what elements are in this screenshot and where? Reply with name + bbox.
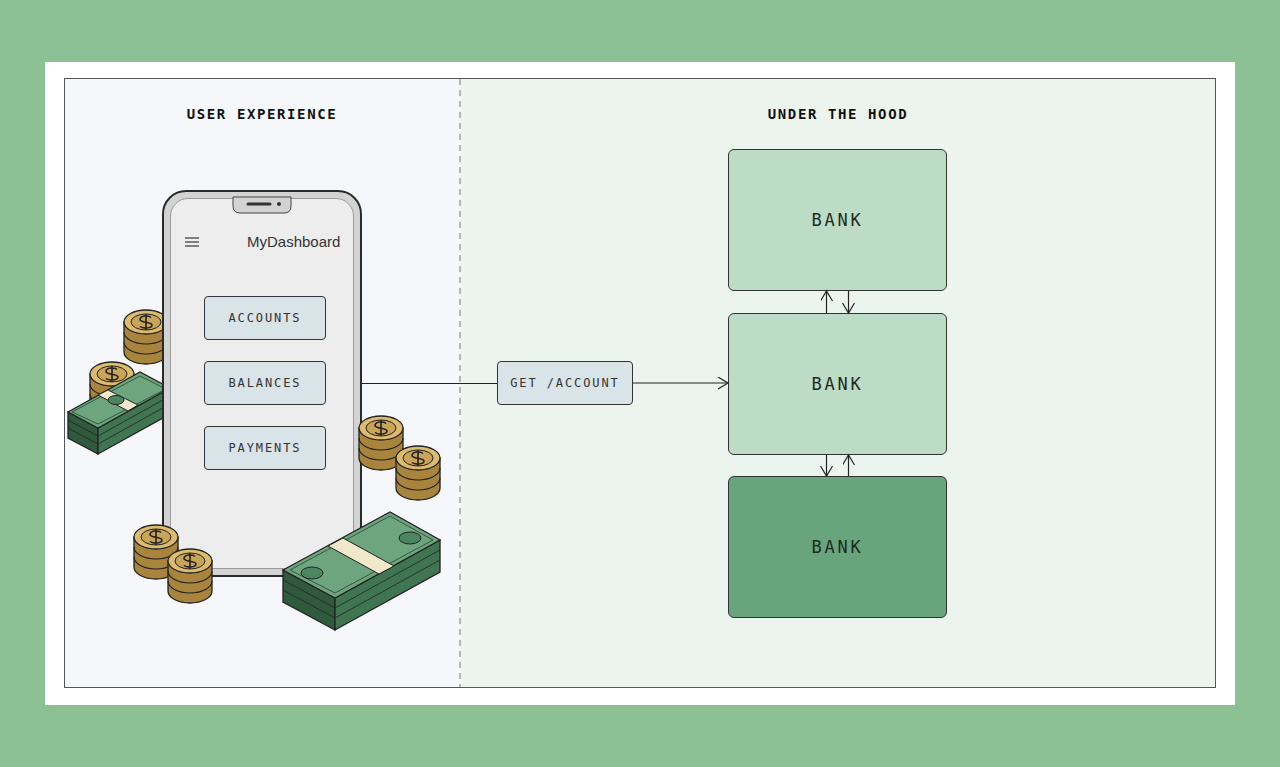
phone-camera (277, 202, 281, 206)
connector-arrow (633, 382, 728, 383)
bank-box: BANK (728, 476, 947, 618)
node-text: BANK (811, 374, 863, 394)
phone-device: MyDashboardACCOUNTS BALANCES PAYMENTS (162, 190, 362, 577)
menu-button: ACCOUNTS (204, 296, 326, 340)
connector-arrow (848, 455, 849, 476)
api-request-box: GET /ACCOUNT (497, 361, 633, 405)
phone-notch (233, 197, 291, 213)
menu-button: BALANCES (204, 361, 326, 405)
connector-arrow (826, 291, 827, 313)
panel-heading: UNDER THE HOOD (768, 106, 908, 122)
phone-speaker (248, 203, 270, 206)
coin-stack (359, 416, 403, 470)
dashed-divider (460, 79, 461, 687)
connector-arrow (848, 291, 849, 313)
coin-stack (168, 549, 212, 603)
connector-arrow (826, 455, 827, 476)
panel-heading: USER EXPERIENCE (187, 106, 337, 122)
node-text: ACCOUNTS (229, 311, 302, 325)
node-text: PAYMENTS (229, 441, 302, 455)
coin-stack (396, 446, 440, 500)
hamburger-icon (185, 238, 199, 246)
connector-arrow (362, 383, 497, 384)
app-title: MyDashboard (247, 233, 340, 250)
bank-box: BANK (728, 313, 947, 455)
node-text: BANK (811, 537, 863, 557)
banknote-stack (68, 372, 170, 454)
bank-box: BANK (728, 149, 947, 291)
node-text: BALANCES (229, 376, 302, 390)
node-text: BANK (811, 210, 863, 230)
coin-stack (134, 525, 178, 579)
banknote-stack (283, 512, 440, 630)
node-text: GET /ACCOUNT (510, 376, 620, 390)
menu-button: PAYMENTS (204, 426, 326, 470)
